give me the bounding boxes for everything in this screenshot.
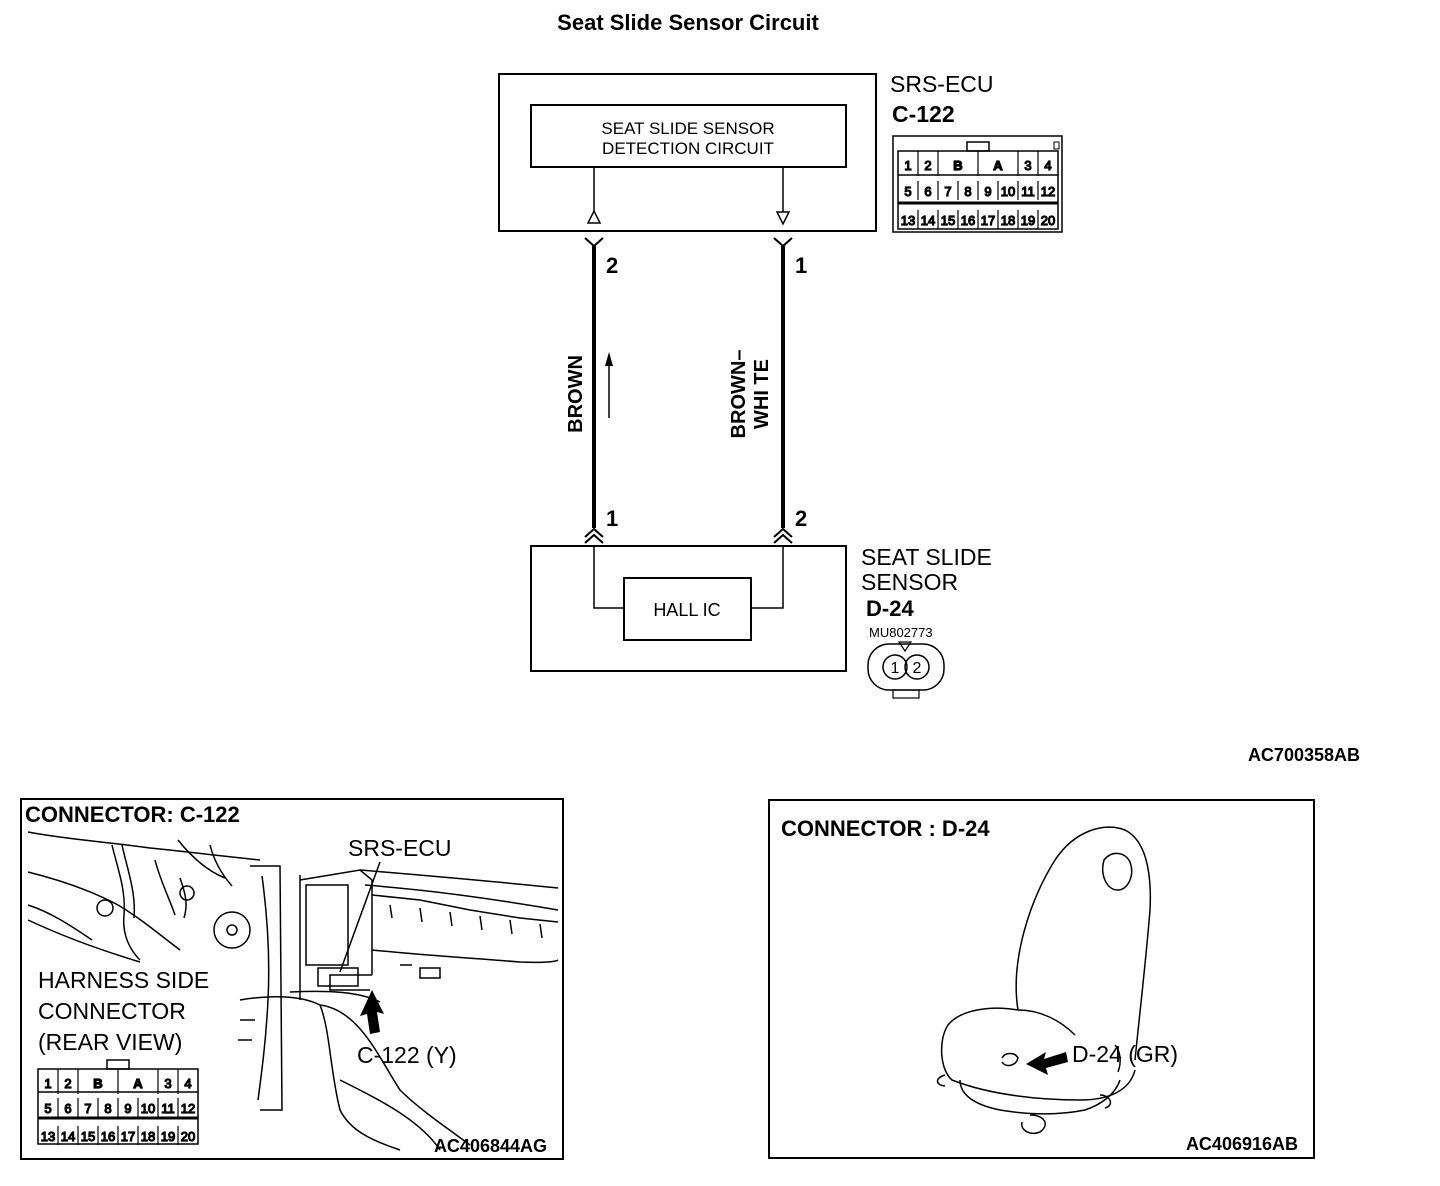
d24-panel-code: AC406916AB <box>1186 1134 1298 1154</box>
connector-pin-6: 6 <box>64 1101 71 1116</box>
c122-panel-ecu-label: SRS-ECU <box>348 835 452 861</box>
connector-pin-19: 19 <box>1021 213 1035 228</box>
seat-slide-sensor-box <box>530 545 847 672</box>
dashboard-illustration <box>27 831 559 1151</box>
connector-pin-3: 3 <box>164 1076 171 1091</box>
detection-circuit-box <box>530 104 847 168</box>
d24-pin-2: 2 <box>913 660 922 677</box>
connector-pin-16: 16 <box>961 213 975 228</box>
ecu-name: SRS-ECU <box>890 71 994 97</box>
connector-pin-5: 5 <box>904 184 911 199</box>
panel-connector-d24: CONNECTOR : D-24 D-24 (GR) AC406916AB <box>768 799 1315 1159</box>
harness-label-1: HARNESS SIDE <box>38 967 209 993</box>
diagram-title: Seat Slide Sensor Circuit <box>557 10 819 35</box>
connector-pin-14: 14 <box>921 213 935 228</box>
connector-pin-3: 3 <box>1024 158 1031 173</box>
input-triangle-icon <box>775 211 791 226</box>
ecu-terminal-2-icon <box>584 237 604 248</box>
diagram-code: AC700358AB <box>1248 745 1360 765</box>
connector-pin-13: 13 <box>901 213 915 228</box>
d24-location-arrow-icon <box>1026 1052 1068 1075</box>
connector-pin-14: 14 <box>61 1129 75 1144</box>
connector-pin-10: 10 <box>141 1101 155 1116</box>
connector-pin-9: 9 <box>124 1101 131 1116</box>
connector-pin-A: A <box>993 158 1003 173</box>
connector-pin-9: 9 <box>984 184 991 199</box>
connector-pin-16: 16 <box>101 1129 115 1144</box>
c122-panel-code: AC406844AG <box>434 1136 547 1156</box>
c122-connector-label: C-122 (Y) <box>357 1042 457 1068</box>
ecu-connector-id: C-122 <box>892 101 955 127</box>
sensor-name-1: SEAT SLIDE <box>861 544 992 570</box>
hall-ic-label: HALL IC <box>653 600 720 620</box>
c122-location-arrow-icon <box>360 990 384 1034</box>
connector-pin-20: 20 <box>1041 213 1055 228</box>
connector-pin-10: 10 <box>1001 184 1015 199</box>
connector-pin-2: 2 <box>924 158 931 173</box>
connector-pin-4: 4 <box>184 1076 191 1091</box>
connector-pin-15: 15 <box>941 213 955 228</box>
connector-pin-15: 15 <box>81 1129 95 1144</box>
connector-pin-18: 18 <box>1001 213 1015 228</box>
connector-pin-6: 6 <box>924 184 931 199</box>
connector-pin-17: 17 <box>981 213 995 228</box>
sensor-terminal-1-icon <box>584 533 604 544</box>
detection-circuit-label-2: DETECTION CIRCUIT <box>602 139 774 158</box>
d24-connector-label: D-24 (GR) <box>1072 1041 1178 1067</box>
connector-pin-B: B <box>953 158 962 173</box>
connector-pin-11: 11 <box>161 1101 175 1116</box>
connector-pin-7: 7 <box>84 1101 91 1116</box>
d24-pin-1: 1 <box>891 660 900 677</box>
connector-pin-8: 8 <box>964 184 971 199</box>
srs-ecu-box <box>498 73 877 232</box>
connector-pin-17: 17 <box>121 1129 135 1144</box>
ecu-pin-2-label: 2 <box>606 253 618 278</box>
wire-color-brown: BROWN <box>565 355 587 433</box>
connector-pin-18: 18 <box>141 1129 155 1144</box>
connector-pin-8: 8 <box>104 1101 111 1116</box>
harness-label-3: (REAR VIEW) <box>38 1029 182 1055</box>
sensor-pin-2-label: 2 <box>795 506 807 531</box>
harness-label-2: CONNECTOR <box>38 998 186 1024</box>
wire-color-brown-white-2: WHI TE <box>751 359 773 429</box>
sensor-part-number: MU802773 <box>869 625 933 640</box>
d24-panel-title: CONNECTOR : D-24 <box>781 816 990 841</box>
connector-pin-5: 5 <box>44 1101 51 1116</box>
sensor-pin-1-label: 1 <box>606 506 618 531</box>
sensor-name-2: SENSOR <box>861 569 958 595</box>
connector-pin-4: 4 <box>1044 158 1051 173</box>
ecu-terminal-1-icon <box>773 237 793 248</box>
current-direction-arrow-icon <box>605 352 613 418</box>
connector-pin-12: 12 <box>181 1101 195 1116</box>
detection-circuit-label-1: SEAT SLIDE SENSOR <box>601 119 774 138</box>
output-triangle-icon <box>586 209 602 224</box>
sensor-terminal-2-icon <box>773 533 793 544</box>
panel-connector-c122: CONNECTOR: C-122 SRS-ECU HARNESS SIDE CO… <box>20 798 564 1160</box>
connector-pin-12: 12 <box>1041 184 1055 199</box>
connector-pin-1: 1 <box>44 1076 51 1091</box>
connector-pin-11: 11 <box>1021 184 1035 199</box>
d24-connector-face-icon: 1 2 <box>867 641 945 699</box>
connector-pin-1: 1 <box>904 158 911 173</box>
seat-illustration <box>936 826 1152 1134</box>
connector-pin-B: B <box>93 1076 102 1091</box>
connector-pin-19: 19 <box>161 1129 175 1144</box>
connector-pin-2: 2 <box>64 1076 71 1091</box>
hall-ic-box <box>623 577 752 641</box>
sensor-connector-id: D-24 <box>866 596 914 621</box>
ecu-pin-1-label: 1 <box>795 253 807 278</box>
connector-pin-20: 20 <box>181 1129 195 1144</box>
wire-color-brown-white-1: BROWN– <box>728 350 750 439</box>
connector-pin-13: 13 <box>41 1129 55 1144</box>
connector-pin-7: 7 <box>944 184 951 199</box>
c122-panel-title: CONNECTOR: C-122 <box>25 802 240 827</box>
connector-pin-A: A <box>133 1076 143 1091</box>
